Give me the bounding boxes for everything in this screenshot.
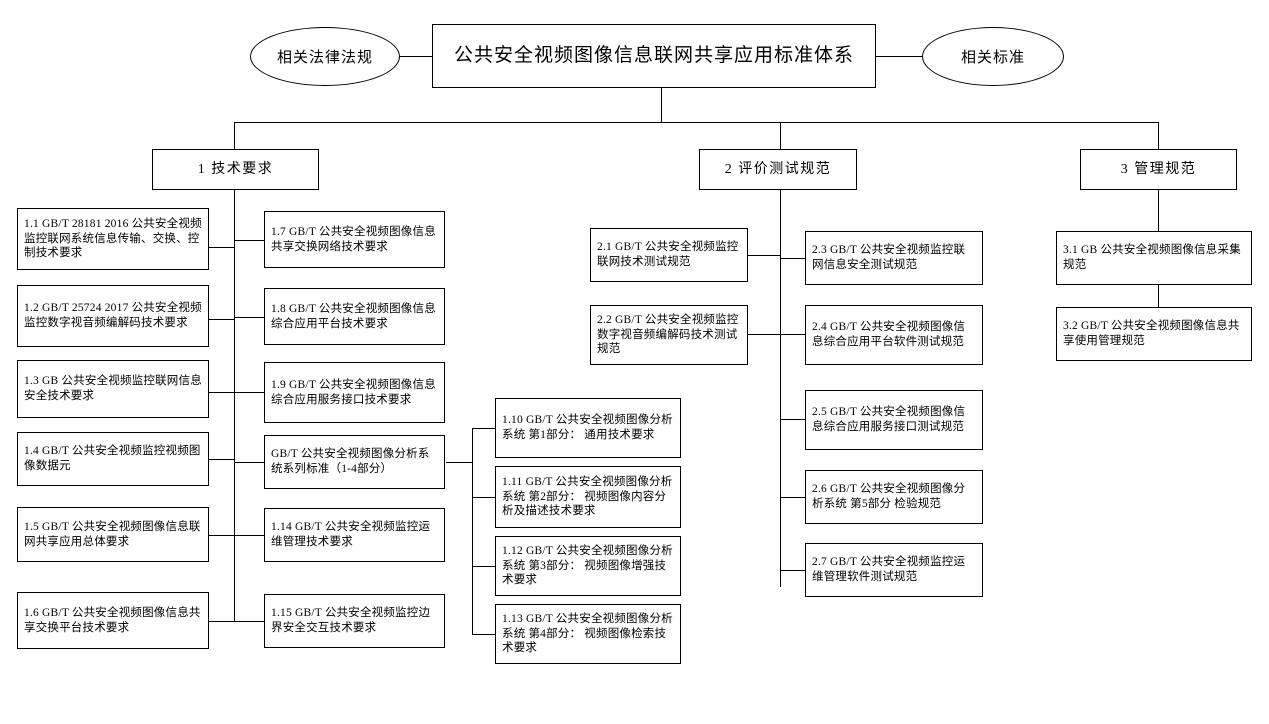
connector-spine-cat2 <box>780 190 781 587</box>
node-standard-3-2[interactable]: 3.2 GB/T 公共安全视频图像信息共享使用管理规范 <box>1056 307 1252 361</box>
standard-2-5-label: 2.5 GB/T 公共安全视频图像信息综合应用服务接口测试规范 <box>812 406 966 433</box>
connector-stub-2-2 <box>748 334 781 335</box>
category-2-label: 2 评价测试规范 <box>724 161 832 177</box>
standard-series-1-4-label: GB/T 公共安全视频图像分析系统系列标准（1-4部分） <box>271 448 430 475</box>
connector-drop-cat2 <box>780 122 781 149</box>
connector-stub-2-4 <box>780 334 805 335</box>
connector-spine-cat1 <box>234 190 235 622</box>
standard-1-1-label: 1.1 GB/T 28181 2016 公共安全视频监控联网系统信息传输、交换、… <box>24 217 202 260</box>
node-standard-2-5[interactable]: 2.5 GB/T 公共安全视频图像信息综合应用服务接口测试规范 <box>805 390 983 450</box>
related-standards-label: 相关标准 <box>960 50 1025 66</box>
standard-2-4-label: 2.4 GB/T 公共安全视频图像信息综合应用平台软件测试规范 <box>812 321 966 348</box>
connector-stub-1-5 <box>209 535 235 536</box>
connector-stub-2-5 <box>780 419 805 420</box>
connector-series-out <box>446 462 473 463</box>
node-standard-1-6[interactable]: 1.6 GB/T 公共安全视频图像信息共享交换平台技术要求 <box>17 592 209 649</box>
connector-stub-1-14 <box>234 535 264 536</box>
node-standard-1-5[interactable]: 1.5 GB/T 公共安全视频图像信息联网共享应用总体要求 <box>17 507 209 562</box>
connector-stub-1-12 <box>472 566 495 567</box>
connector-stub-1-11 <box>472 497 495 498</box>
standard-2-2-label: 2.2 GB/T 公共安全视频监控数字视音频编解码技术测试规范 <box>597 313 739 356</box>
connector-stub-1-3 <box>209 392 235 393</box>
connector-stub-1-6 <box>209 621 235 622</box>
standard-1-5-label: 1.5 GB/T 公共安全视频图像信息联网共享应用总体要求 <box>24 520 201 548</box>
connector-stub-1-1 <box>209 247 235 248</box>
node-related-standards[interactable]: 相关标准 <box>922 27 1064 86</box>
connector-stub-series <box>234 462 264 463</box>
connector-stub-1-13 <box>472 634 495 635</box>
node-standard-2-1[interactable]: 2.1 GB/T 公共安全视频监控联网技术测试规范 <box>590 228 748 282</box>
connector-stub-1-4 <box>209 459 235 460</box>
node-standard-1-3[interactable]: 1.3 GB 公共安全视频监控联网信息安全技术要求 <box>17 360 209 418</box>
connector-stub-2-3 <box>780 258 805 259</box>
standard-2-3-label: 2.3 GB/T 公共安全视频监控联网信息安全测试规范 <box>812 244 966 271</box>
connector-drop-cat1 <box>234 122 235 149</box>
node-standard-3-1[interactable]: 3.1 GB 公共安全视频图像信息采集规范 <box>1056 231 1252 285</box>
connector-stub-2-1 <box>748 255 781 256</box>
node-standard-1-4[interactable]: 1.4 GB/T 公共安全视频监控视频图像数据元 <box>17 432 209 486</box>
category-1-label: 1 技术要求 <box>197 161 274 177</box>
node-standard-1-1[interactable]: 1.1 GB/T 28181 2016 公共安全视频监控联网系统信息传输、交换、… <box>17 208 209 270</box>
standard-1-15-label: 1.15 GB/T 公共安全视频监控边界安全交互技术要求 <box>271 607 431 634</box>
node-standard-1-14[interactable]: 1.14 GB/T 公共安全视频监控运维管理技术要求 <box>264 508 445 562</box>
standard-1-14-label: 1.14 GB/T 公共安全视频监控运维管理技术要求 <box>271 521 431 548</box>
node-standard-1-13[interactable]: 1.13 GB/T 公共安全视频图像分析系统 第4部分： 视频图像检索技术要求 <box>495 604 681 664</box>
standard-1-12-label: 1.12 GB/T 公共安全视频图像分析系统 第3部分： 视频图像增强技术要求 <box>502 544 673 587</box>
standard-2-1-label: 2.1 GB/T 公共安全视频监控联网技术测试规范 <box>597 241 739 268</box>
standard-1-6-label: 1.6 GB/T 公共安全视频图像信息共享交换平台技术要求 <box>24 606 201 634</box>
standard-1-2-label: 1.2 GB/T 25724 2017 公共安全视频监控数字视音频编解码技术要求 <box>24 302 202 329</box>
node-root-title[interactable]: 公共安全视频图像信息联网共享应用标准体系 <box>432 24 876 88</box>
standard-1-4-label: 1.4 GB/T 公共安全视频监控视频图像数据元 <box>24 445 201 472</box>
node-category-2[interactable]: 2 评价测试规范 <box>699 149 857 190</box>
node-standard-1-10[interactable]: 1.10 GB/T 公共安全视频图像分析系统 第1部分： 通用技术要求 <box>495 398 681 458</box>
standard-3-1-label: 3.1 GB 公共安全视频图像信息采集规范 <box>1063 244 1241 271</box>
node-category-3[interactable]: 3 管理规范 <box>1080 149 1237 190</box>
connector-stub-1-10 <box>472 428 495 429</box>
related-laws-label: 相关法律法规 <box>276 50 373 66</box>
connector-root-stem <box>661 88 662 122</box>
standard-1-8-label: 1.8 GB/T 公共安全视频图像信息综合应用平台技术要求 <box>271 302 436 330</box>
node-standard-2-3[interactable]: 2.3 GB/T 公共安全视频监控联网信息安全测试规范 <box>805 231 983 285</box>
standard-1-9-label: 1.9 GB/T 公共安全视频图像信息综合应用服务接口技术要求 <box>271 378 436 406</box>
standard-2-7-label: 2.7 GB/T 公共安全视频监控运维管理软件测试规范 <box>812 556 966 583</box>
standard-1-13-label: 1.13 GB/T 公共安全视频图像分析系统 第4部分： 视频图像检索技术要求 <box>502 612 673 655</box>
node-standard-2-4[interactable]: 2.4 GB/T 公共安全视频图像信息综合应用平台软件测试规范 <box>805 305 983 365</box>
node-related-laws[interactable]: 相关法律法规 <box>250 27 400 86</box>
connector-spine-col3 <box>472 428 473 634</box>
standard-1-11-label: 1.11 GB/T 公共安全视频图像分析系统 第2部分： 视频图像内容分析及描述… <box>502 475 673 518</box>
standard-3-2-label: 3.2 GB/T 公共安全视频图像信息共享使用管理规范 <box>1063 320 1240 347</box>
connector-stub-1-2 <box>209 319 235 320</box>
connector-stub-2-7 <box>780 570 805 571</box>
connector-stub-1-7 <box>234 240 264 241</box>
connector-drop-cat3 <box>1158 122 1159 149</box>
node-category-1[interactable]: 1 技术要求 <box>152 149 319 190</box>
node-standard-2-7[interactable]: 2.7 GB/T 公共安全视频监控运维管理软件测试规范 <box>805 543 983 597</box>
connector-stub-2-6 <box>780 497 805 498</box>
node-standard-1-8[interactable]: 1.8 GB/T 公共安全视频图像信息综合应用平台技术要求 <box>264 288 445 345</box>
root-title-label: 公共安全视频图像信息联网共享应用标准体系 <box>453 44 854 66</box>
connector-main-bus <box>234 122 1159 123</box>
node-standard-1-15[interactable]: 1.15 GB/T 公共安全视频监控边界安全交互技术要求 <box>264 594 445 648</box>
category-3-label: 3 管理规范 <box>1120 161 1197 177</box>
node-standard-1-7[interactable]: 1.7 GB/T 公共安全视频图像信息共享交换网络技术要求 <box>264 211 445 268</box>
node-standard-1-12[interactable]: 1.12 GB/T 公共安全视频图像分析系统 第3部分： 视频图像增强技术要求 <box>495 536 681 596</box>
connector-stub-1-9 <box>234 392 264 393</box>
node-standard-1-11[interactable]: 1.11 GB/T 公共安全视频图像分析系统 第2部分： 视频图像内容分析及描述… <box>495 466 681 528</box>
standard-2-6-label: 2.6 GB/T 公共安全视频图像分析系统 第5部分 检验规范 <box>812 483 966 510</box>
node-standard-2-6[interactable]: 2.6 GB/T 公共安全视频图像分析系统 第5部分 检验规范 <box>805 470 983 524</box>
connector-stub-1-8 <box>234 317 264 318</box>
standard-1-10-label: 1.10 GB/T 公共安全视频图像分析系统 第1部分： 通用技术要求 <box>502 414 673 441</box>
connector-left-ellipse <box>399 56 432 57</box>
standard-1-3-label: 1.3 GB 公共安全视频监控联网信息安全技术要求 <box>24 375 202 402</box>
connector-right-ellipse <box>875 56 923 57</box>
node-standard-series-1-4[interactable]: GB/T 公共安全视频图像分析系统系列标准（1-4部分） <box>264 435 445 489</box>
node-standard-1-2[interactable]: 1.2 GB/T 25724 2017 公共安全视频监控数字视音频编解码技术要求 <box>17 285 209 347</box>
connector-stub-1-15 <box>234 621 264 622</box>
node-standard-2-2[interactable]: 2.2 GB/T 公共安全视频监控数字视音频编解码技术测试规范 <box>590 305 748 365</box>
node-standard-1-9[interactable]: 1.9 GB/T 公共安全视频图像信息综合应用服务接口技术要求 <box>264 362 445 423</box>
standard-1-7-label: 1.7 GB/T 公共安全视频图像信息共享交换网络技术要求 <box>271 225 436 253</box>
